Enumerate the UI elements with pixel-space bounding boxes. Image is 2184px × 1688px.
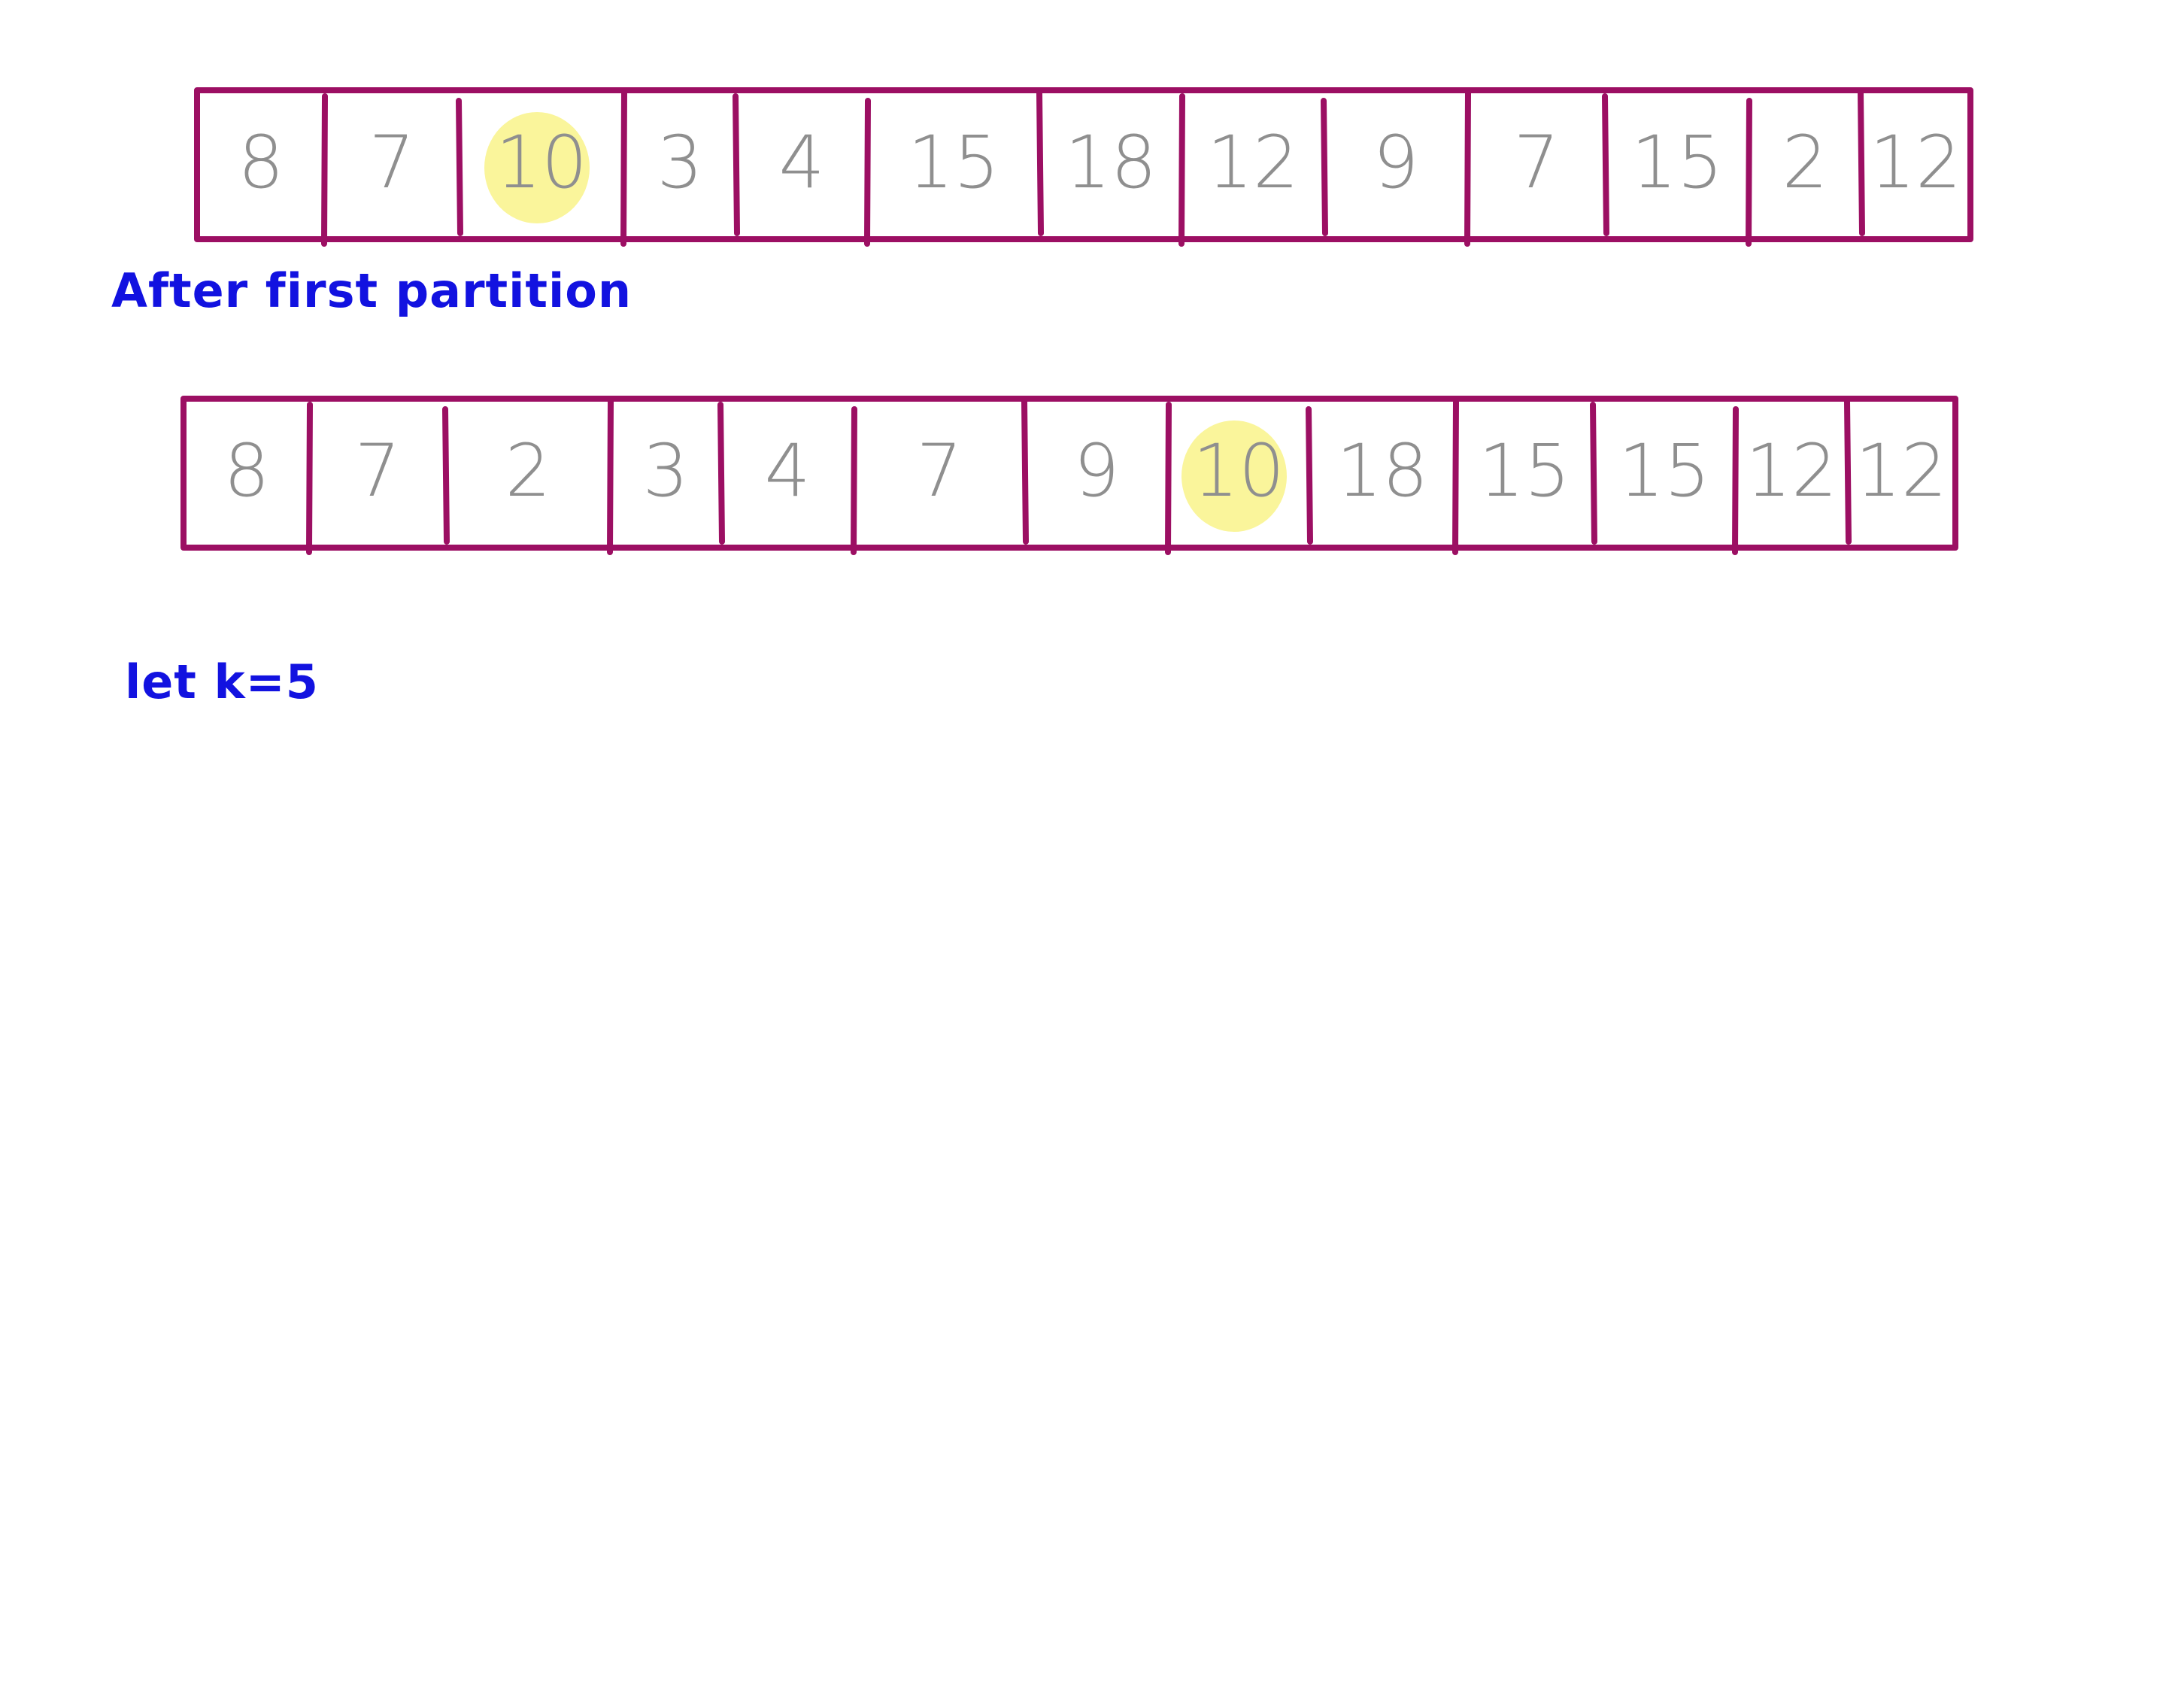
cell-value: 15 (1631, 120, 1723, 205)
cell-value: 15 (908, 120, 999, 205)
cell-divider (1021, 399, 1029, 545)
array-outline (180, 396, 1958, 551)
cell-value: 7 (369, 120, 414, 205)
cell-divider (1306, 406, 1313, 545)
cell-divider (456, 98, 463, 236)
cell-divider (1178, 93, 1185, 247)
cell-value: 18 (1065, 120, 1157, 205)
cell-value: 7 (916, 429, 962, 513)
cell-divider (321, 93, 328, 247)
cell-divider (1321, 98, 1328, 236)
cell-value: 9 (1373, 120, 1418, 205)
pivot-highlight (1181, 420, 1287, 532)
cell-divider (1602, 93, 1609, 236)
cell-divider (1858, 90, 1865, 236)
cell-divider (306, 402, 313, 555)
cell-divider (1732, 406, 1739, 555)
array-outline (194, 87, 1973, 242)
cell-divider (1464, 90, 1471, 247)
cell-value: 12 (1855, 429, 1947, 513)
cell-value: 18 (1336, 429, 1428, 513)
cell-value: 12 (1746, 429, 1837, 513)
cell-value: 3 (642, 429, 688, 513)
cell-value: 12 (1870, 120, 1961, 205)
cell-value: 10 (496, 120, 587, 205)
cell-value: 15 (1479, 429, 1570, 513)
cell-value: 7 (354, 429, 400, 513)
cell-value: 2 (505, 429, 551, 513)
cell-value: 7 (1513, 120, 1559, 205)
pivot-highlight (484, 112, 590, 223)
cell-divider (620, 90, 627, 247)
cell-divider (864, 98, 871, 247)
let-k-caption: let k=5 (125, 654, 319, 709)
cell-value: 8 (238, 120, 284, 205)
after-first-partition-caption: After first partition (111, 263, 632, 318)
cell-divider (1452, 399, 1459, 555)
cell-value: 8 (223, 429, 269, 513)
cell-divider (717, 402, 725, 545)
cell-value: 9 (1073, 429, 1119, 513)
cell-divider (607, 399, 614, 555)
cell-divider (733, 93, 740, 236)
cell-value: 4 (778, 120, 824, 205)
cell-value: 15 (1618, 429, 1710, 513)
cell-divider (1036, 90, 1044, 236)
cell-value: 2 (1782, 120, 1828, 205)
cell-divider (1590, 402, 1597, 545)
cell-value: 10 (1193, 429, 1285, 513)
cell-value: 4 (764, 429, 810, 513)
cell-divider (442, 406, 450, 545)
cell-divider (1165, 402, 1172, 555)
cell-divider (1844, 399, 1852, 545)
cell-value: 3 (657, 120, 702, 205)
cell-value: 12 (1207, 120, 1299, 205)
